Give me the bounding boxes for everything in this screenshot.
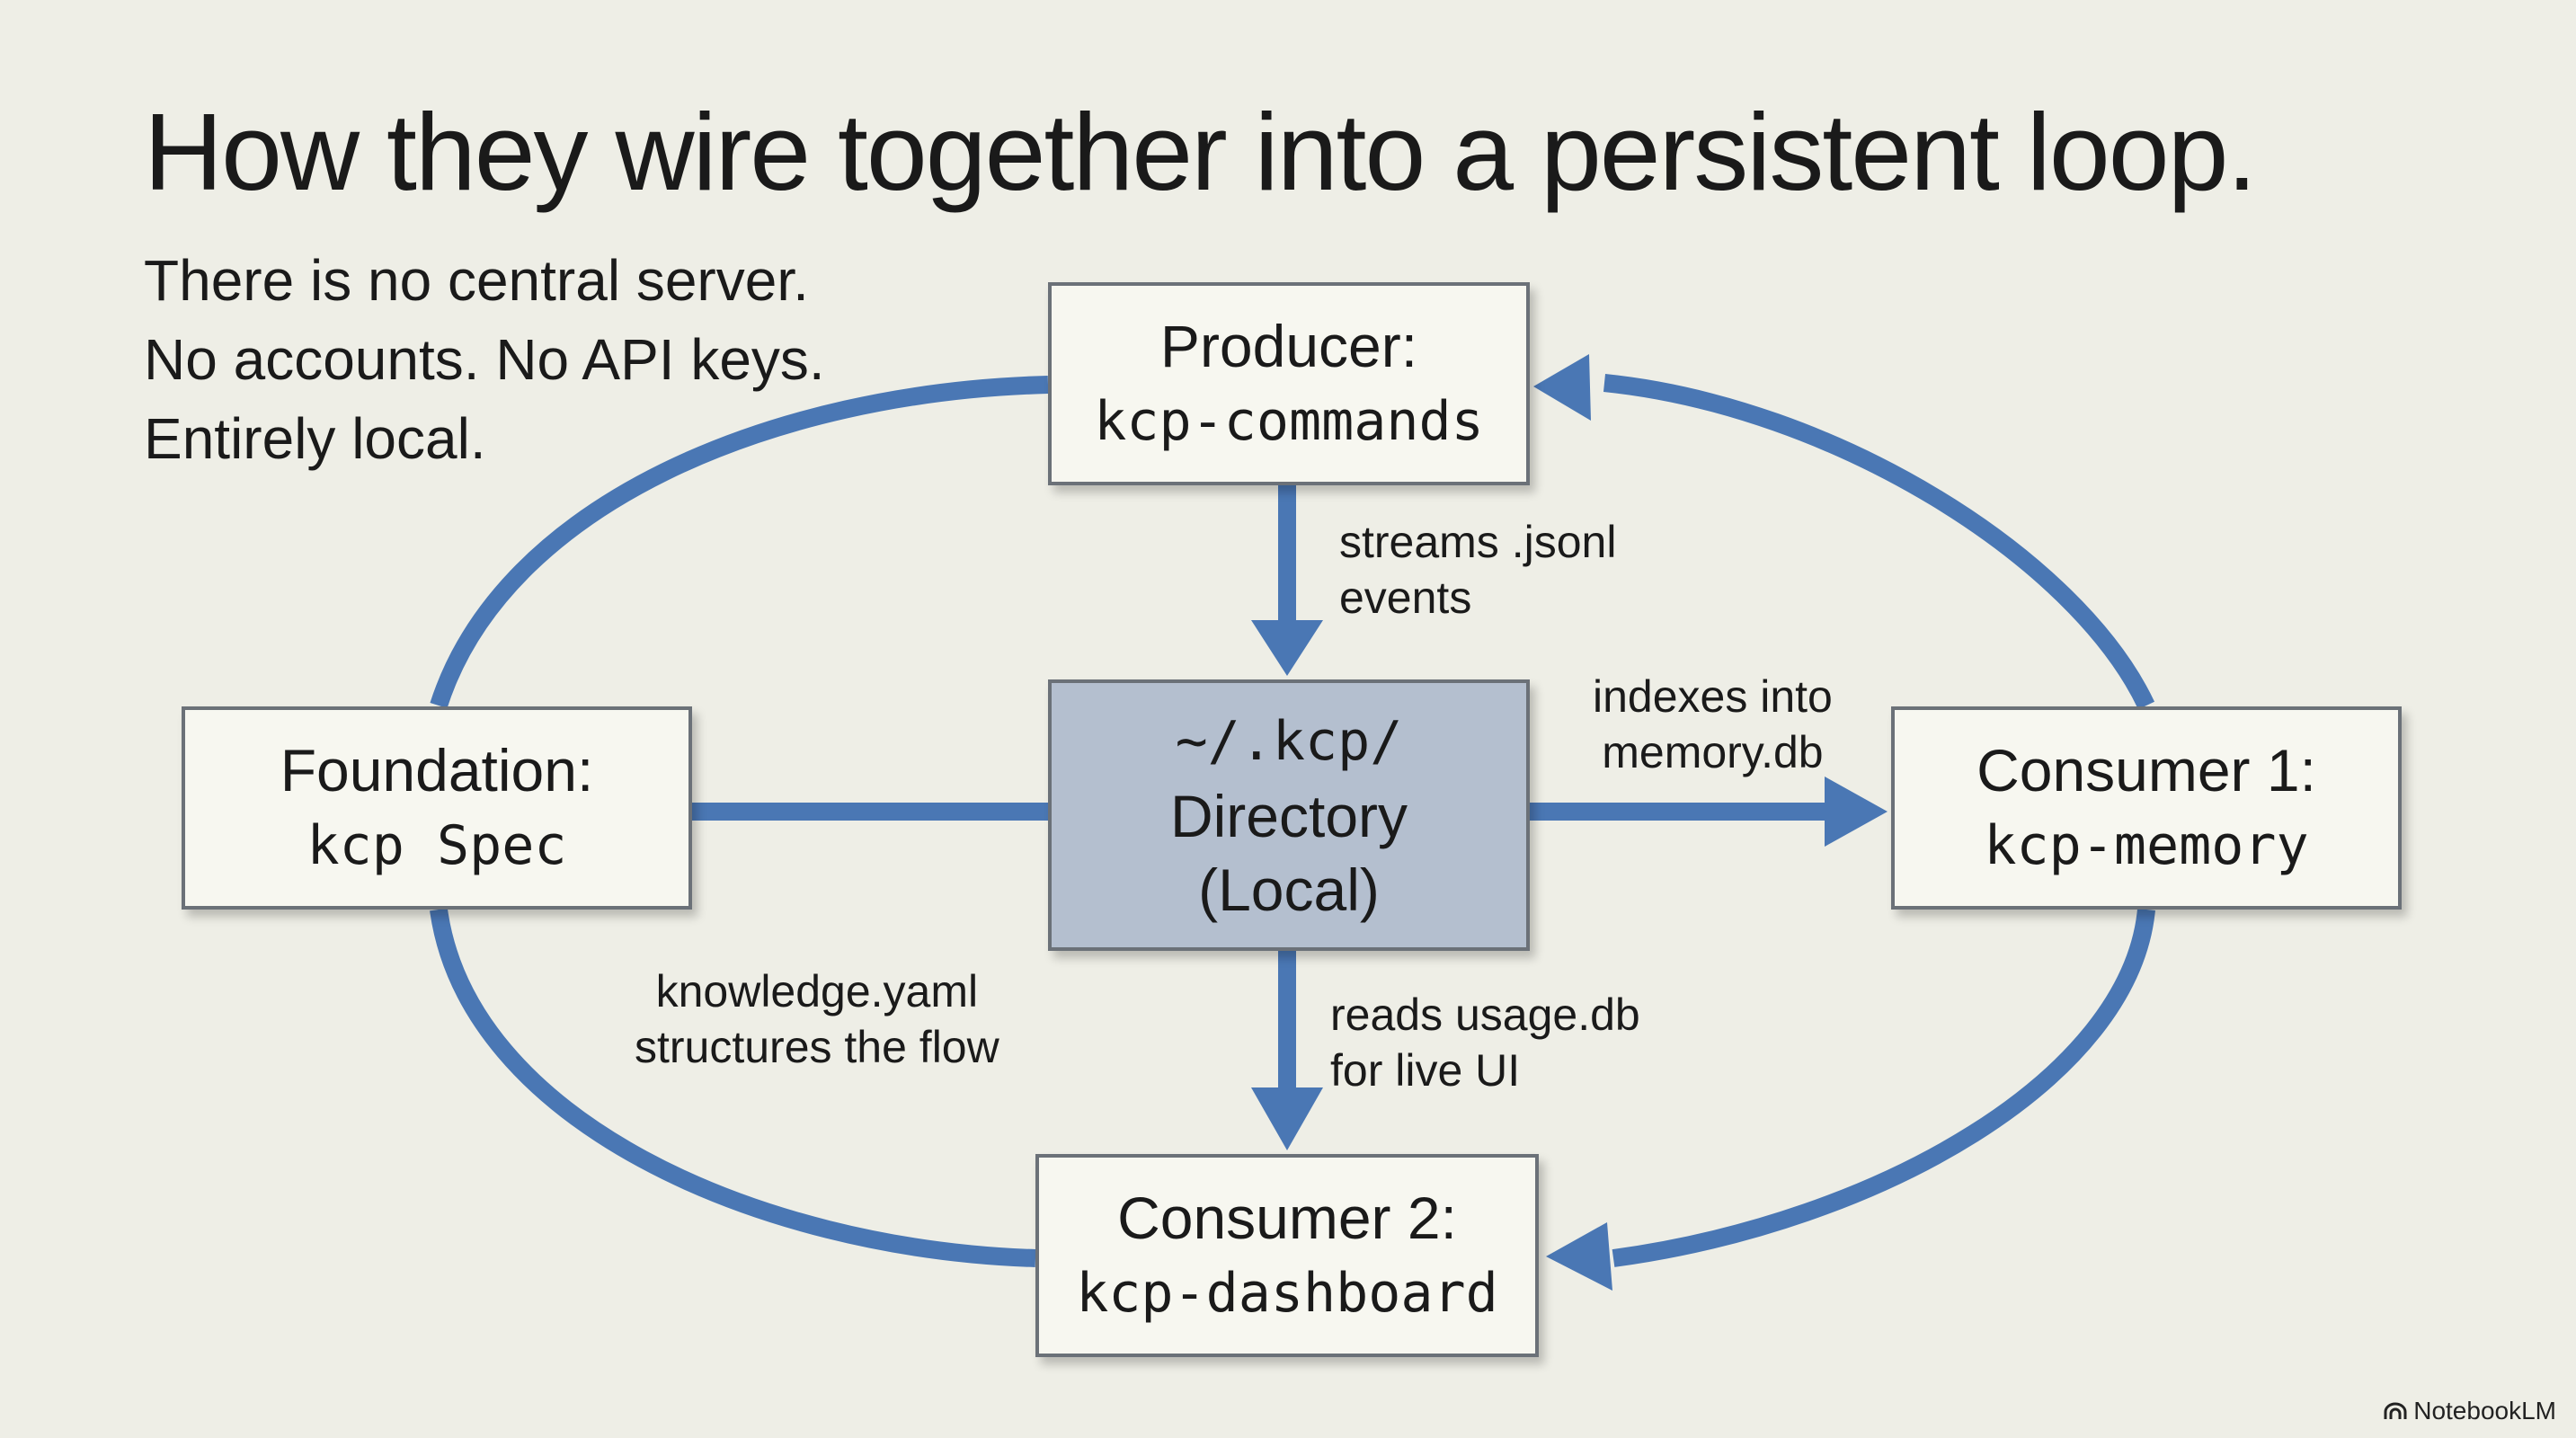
edge-label-streams: streams .jsonl events <box>1339 514 1616 626</box>
subtitle-line: No accounts. No API keys. <box>144 327 825 392</box>
node-title: Directory <box>1169 783 1408 849</box>
arrowhead-left-producer <box>1533 354 1591 421</box>
edge-label-indexes: indexes into memory.db <box>1593 669 1833 780</box>
directory-node: ~/.kcp/ Directory (Local) <box>1048 679 1530 951</box>
arrowhead-down-directory <box>1251 620 1323 676</box>
node-title: Producer: <box>1159 313 1418 379</box>
edge-label-line: for live UI <box>1330 1045 1521 1096</box>
node-title: Consumer 1: <box>1976 737 2316 803</box>
node-subtitle: (Local) <box>1198 857 1380 923</box>
edge-label-knowledge: knowledge.yaml structures the flow <box>635 963 999 1075</box>
edge-label-line: structures the flow <box>635 1022 999 1072</box>
producer-node: Producer: kcp-commands <box>1048 282 1530 485</box>
foundation-node: Foundation: kcp Spec <box>182 706 692 910</box>
page-title: How they wire together into a persistent… <box>144 91 2257 213</box>
subtitle-line: There is no central server. <box>144 248 809 313</box>
loop-arc-bottom-left <box>430 908 1036 1267</box>
arrowhead-down-consumer2 <box>1251 1087 1323 1150</box>
node-title: Consumer 2: <box>1117 1185 1457 1251</box>
node-code: kcp Spec <box>306 814 567 877</box>
node-code: kcp-commands <box>1094 390 1484 453</box>
edge-label-line: indexes into <box>1593 671 1833 722</box>
loop-arc-bottom-right <box>1612 909 2155 1267</box>
notebooklm-logo-icon <box>2384 1402 2407 1419</box>
edge-label-reads: reads usage.db for live UI <box>1330 987 1640 1098</box>
watermark: NotebookLM <box>2383 1397 2556 1425</box>
consumer2-node: Consumer 2: kcp-dashboard <box>1035 1154 1539 1357</box>
edge-label-line: streams .jsonl <box>1339 517 1617 567</box>
edge-label-line: reads usage.db <box>1330 990 1640 1040</box>
edge-label-line: memory.db <box>1602 727 1824 777</box>
subtitle-line: Entirely local. <box>144 406 486 471</box>
loop-arc-top-left <box>430 376 1049 709</box>
node-code: kcp-memory <box>1984 814 2309 877</box>
subtitle: There is no central server. No accounts.… <box>144 241 825 478</box>
consumer1-node: Consumer 1: kcp-memory <box>1891 706 2402 910</box>
edge-label-line: knowledge.yaml <box>655 966 979 1016</box>
node-code: kcp-dashboard <box>1076 1262 1498 1325</box>
edge-label-line: events <box>1339 573 1472 623</box>
node-title: Foundation: <box>280 737 594 803</box>
arrowhead-left-consumer2 <box>1546 1222 1612 1291</box>
loop-arc-top-right <box>1603 374 2155 710</box>
watermark-text: NotebookLM <box>2413 1397 2556 1425</box>
arrowhead-right-consumer1 <box>1825 777 1888 847</box>
node-code: ~/.kcp/ <box>1175 710 1403 773</box>
